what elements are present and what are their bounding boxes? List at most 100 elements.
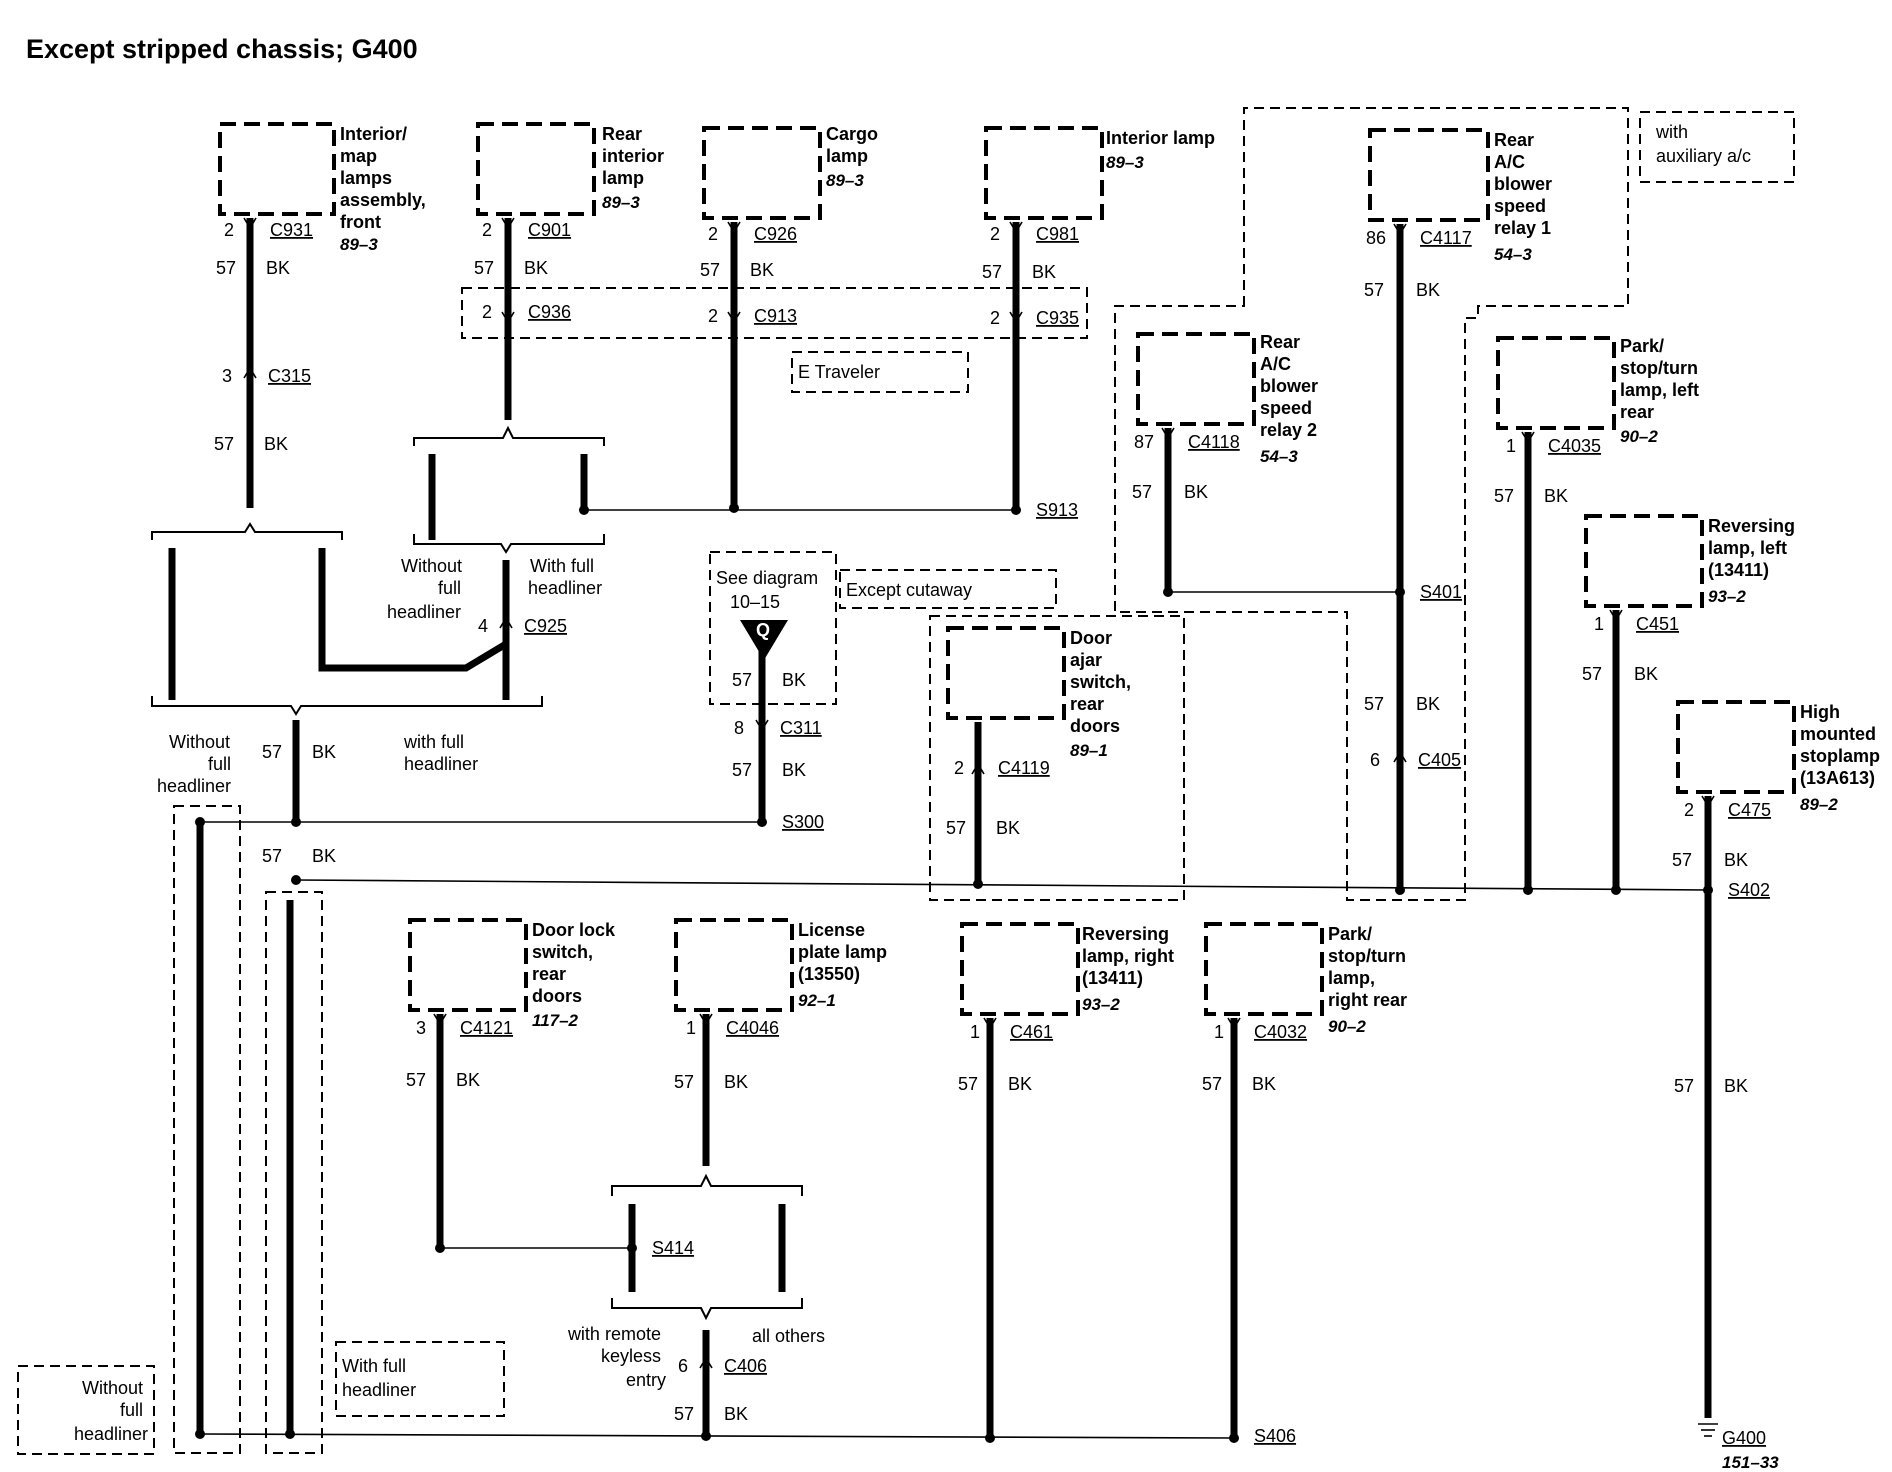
svg-text:BK: BK (456, 1070, 480, 1090)
high-stoplamp-label: High mounted stoplamp (13A613) (1800, 702, 1885, 788)
with-full-headliner-box (335, 1341, 505, 1417)
interior-lamp-ref: 89–3 (1106, 153, 1144, 172)
svg-text:2: 2 (1684, 800, 1694, 820)
without-full-headliner-note-top: Without full headliner (387, 556, 467, 622)
svg-text:C4046: C4046 (726, 1018, 779, 1038)
svg-text:BK: BK (724, 1072, 748, 1092)
see-diagram-note: See diagram 10–15 (716, 568, 823, 612)
svg-text:57: 57 (262, 742, 282, 762)
svg-text:57: 57 (1674, 1076, 1694, 1096)
except-cutaway-note: Except cutaway (846, 580, 972, 600)
svg-text:2: 2 (990, 308, 1000, 328)
svg-text:C931: C931 (270, 220, 313, 240)
traveler-inline-box (461, 287, 1088, 339)
splice-labels: S913 S401 S300 S402 S414 S406 G400 151–3… (652, 500, 1779, 1472)
svg-text:1: 1 (970, 1022, 980, 1042)
svg-text:2: 2 (708, 306, 718, 326)
svg-text:BK: BK (782, 670, 806, 690)
svg-text:S300: S300 (782, 812, 824, 832)
svg-text:BK: BK (264, 434, 288, 454)
rear-interior-lamp-box (476, 122, 596, 216)
connector-chevrons (243, 217, 1715, 1369)
without-full-headliner-note-mid: Without full headliner (157, 732, 236, 796)
e-traveler-box (791, 351, 969, 393)
without-headliner-region (173, 805, 241, 1454)
svg-text:BK: BK (996, 818, 1020, 838)
door-lock-ref: 117–2 (532, 1011, 579, 1030)
svg-text:6: 6 (678, 1356, 688, 1376)
svg-text:C935: C935 (1036, 308, 1079, 328)
svg-text:C901: C901 (528, 220, 571, 240)
q-symbol-icon (740, 620, 788, 660)
interior-map-lamp-label: Interior/ map lamps assembly, front (340, 124, 431, 232)
svg-text:BK: BK (782, 760, 806, 780)
svg-text:BK: BK (1252, 1074, 1276, 1094)
svg-text:BK: BK (1544, 486, 1568, 506)
svg-text:C4035: C4035 (1548, 436, 1601, 456)
svg-text:57: 57 (732, 670, 752, 690)
svg-text:BK: BK (1184, 482, 1208, 502)
svg-text:BK: BK (1724, 850, 1748, 870)
svg-text:C4121: C4121 (460, 1018, 513, 1038)
rear-ac-relay1-box (1368, 128, 1490, 222)
door-ajar-region (929, 615, 1185, 901)
svg-text:BK: BK (1724, 1076, 1748, 1096)
svg-text:57: 57 (1202, 1074, 1222, 1094)
with-headliner-region (265, 891, 323, 1454)
svg-text:6: 6 (1370, 750, 1380, 770)
door-ajar-box (946, 626, 1066, 720)
svg-text:2: 2 (482, 220, 492, 240)
svg-text:2: 2 (708, 224, 718, 244)
interior-map-lamp-ref: 89–3 (340, 235, 378, 254)
door-lock-box (408, 918, 528, 1012)
svg-text:57: 57 (1494, 486, 1514, 506)
svg-text:C981: C981 (1036, 224, 1079, 244)
svg-text:S402: S402 (1728, 880, 1770, 900)
svg-text:86: 86 (1366, 228, 1386, 248)
svg-text:BK: BK (1008, 1074, 1032, 1094)
svg-text:2: 2 (482, 302, 492, 322)
svg-text:1: 1 (1594, 614, 1604, 634)
door-ajar-ref: 89–1 (1070, 741, 1108, 760)
component-connectors: 2 C931 2 C901 2 C926 2 C981 86 C4117 87 … (224, 220, 1771, 1042)
rear-interior-lamp-ref: 89–3 (602, 193, 640, 212)
park-left-rear-label: Park/ stop/turn lamp, left rear (1620, 336, 1704, 422)
svg-text:151–33: 151–33 (1722, 1453, 1779, 1472)
svg-text:C451: C451 (1636, 614, 1679, 634)
inline-connectors: 2 C936 2 C913 2 C935 3 C315 4 C925 8 C31… (222, 302, 1461, 1376)
svg-text:87: 87 (1134, 432, 1154, 452)
rear-ac-relay2-label: Rear A/C blower speed relay 2 (1260, 332, 1323, 440)
svg-text:1: 1 (686, 1018, 696, 1038)
svg-text:BK: BK (524, 258, 548, 278)
e-traveler-note: E Traveler (798, 362, 880, 382)
svg-text:57: 57 (700, 260, 720, 280)
interior-map-lamp-box (218, 122, 336, 216)
park-left-rear-box (1496, 336, 1616, 430)
svg-text:BK: BK (1032, 262, 1056, 282)
rear-ac-relay2-box (1136, 332, 1256, 426)
svg-text:57: 57 (474, 258, 494, 278)
svg-text:57: 57 (262, 846, 282, 866)
with-full-headliner-note-top: With full headliner (528, 556, 602, 598)
with-aux-ac-note: with auxiliary a/c (1655, 122, 1751, 166)
see-diagram-box (709, 551, 837, 705)
svg-text:57: 57 (946, 818, 966, 838)
svg-text:2: 2 (224, 220, 234, 240)
rear-interior-lamp-label: Rear interior lamp (602, 124, 669, 188)
svg-text:57: 57 (982, 262, 1002, 282)
rear-ac-relay1-label: Rear A/C blower speed relay 1 (1494, 130, 1557, 238)
svg-text:C926: C926 (754, 224, 797, 244)
ground-icon (1698, 1423, 1718, 1437)
rear-ac-relay2-ref: 54–3 (1260, 447, 1298, 466)
svg-text:4: 4 (478, 616, 488, 636)
svg-text:C4118: C4118 (1188, 432, 1240, 452)
without-full-headliner-note-box: Without full headliner (74, 1378, 148, 1444)
thin-wires (199, 509, 1709, 1439)
svg-text:1: 1 (1214, 1022, 1224, 1042)
svg-text:S406: S406 (1254, 1426, 1296, 1446)
door-lock-label: Door lock switch, rear doors (532, 920, 620, 1006)
svg-text:C405: C405 (1418, 750, 1461, 770)
reversing-left-box (1584, 514, 1704, 608)
